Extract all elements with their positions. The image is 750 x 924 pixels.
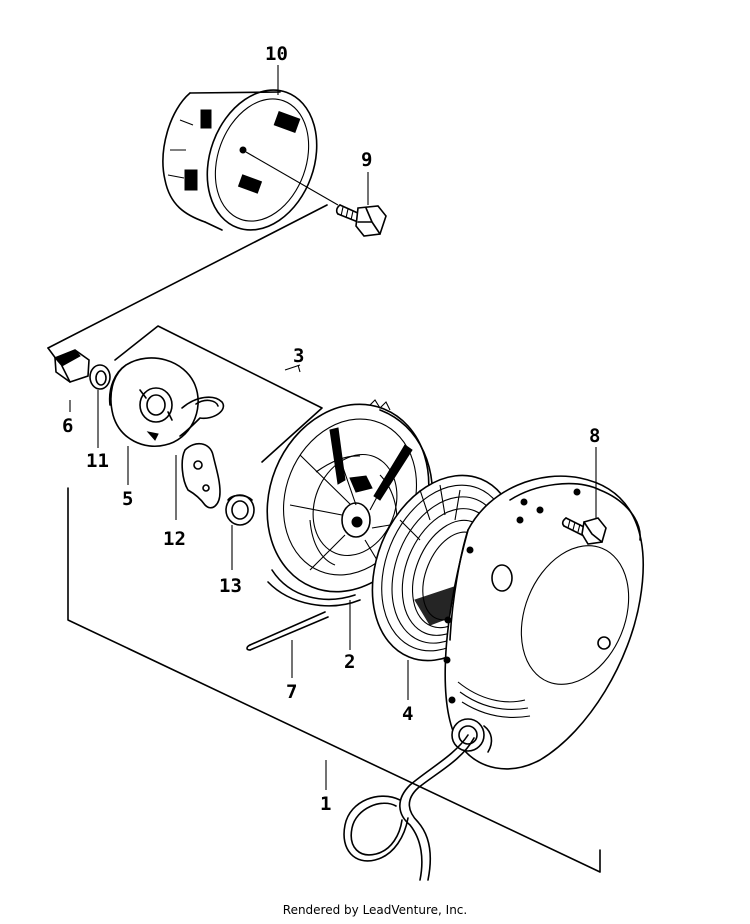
callout-12: 12 xyxy=(163,528,186,550)
callout-4: 4 xyxy=(402,703,413,725)
part-11-washer xyxy=(89,364,111,390)
part-12-pawl xyxy=(179,396,225,509)
part-5-pawl-guide xyxy=(108,357,199,447)
callout-5: 5 xyxy=(122,488,133,510)
callout-2: 2 xyxy=(344,651,355,673)
leader-lines xyxy=(69,65,597,790)
callout-labels: 10 9 3 6 11 5 12 8 13 2 7 4 1 xyxy=(62,43,600,815)
callout-1: 1 xyxy=(320,793,331,815)
callout-10: 10 xyxy=(265,43,288,65)
part-1-starter-case xyxy=(443,475,644,770)
callout-6: 6 xyxy=(62,415,73,437)
rope-handle-loop xyxy=(343,734,475,881)
callout-13: 13 xyxy=(219,575,242,597)
part-7-rope xyxy=(246,611,329,651)
callout-9: 9 xyxy=(361,149,372,171)
callout-7: 7 xyxy=(286,681,297,703)
part-6-nut xyxy=(54,349,90,383)
part-13-spring xyxy=(225,494,255,526)
callout-8: 8 xyxy=(589,425,600,447)
callout-3: 3 xyxy=(293,345,304,367)
footer-credit: Rendered by LeadVenture, Inc. xyxy=(282,903,468,917)
part-9-bolt xyxy=(245,151,387,237)
part-10-starter-cup xyxy=(162,89,318,231)
part-3-group-bracket xyxy=(114,325,323,463)
part-8-screw xyxy=(561,517,607,545)
callout-11: 11 xyxy=(86,450,109,472)
